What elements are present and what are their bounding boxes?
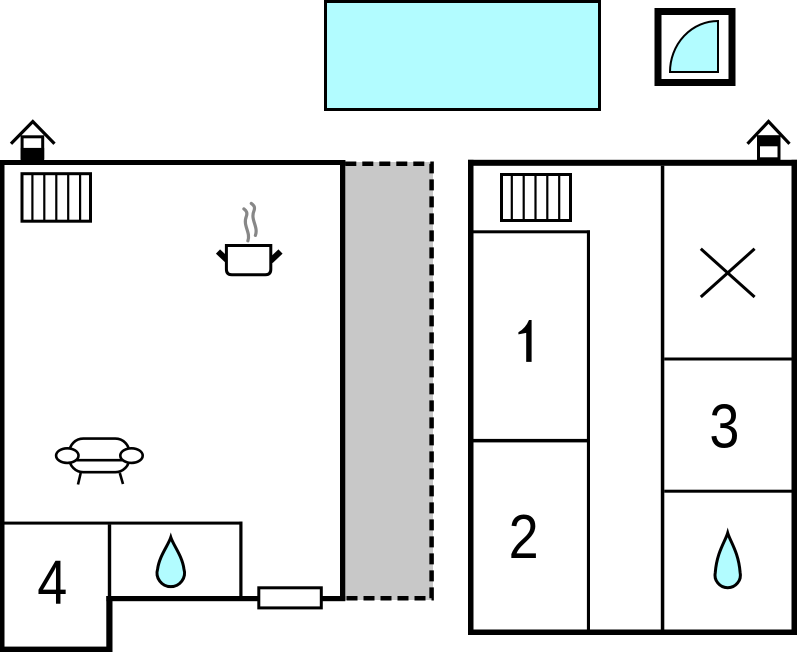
svg-text:3: 3 [709, 393, 739, 462]
svg-text:4: 4 [37, 548, 67, 617]
svg-text:2: 2 [509, 503, 539, 572]
